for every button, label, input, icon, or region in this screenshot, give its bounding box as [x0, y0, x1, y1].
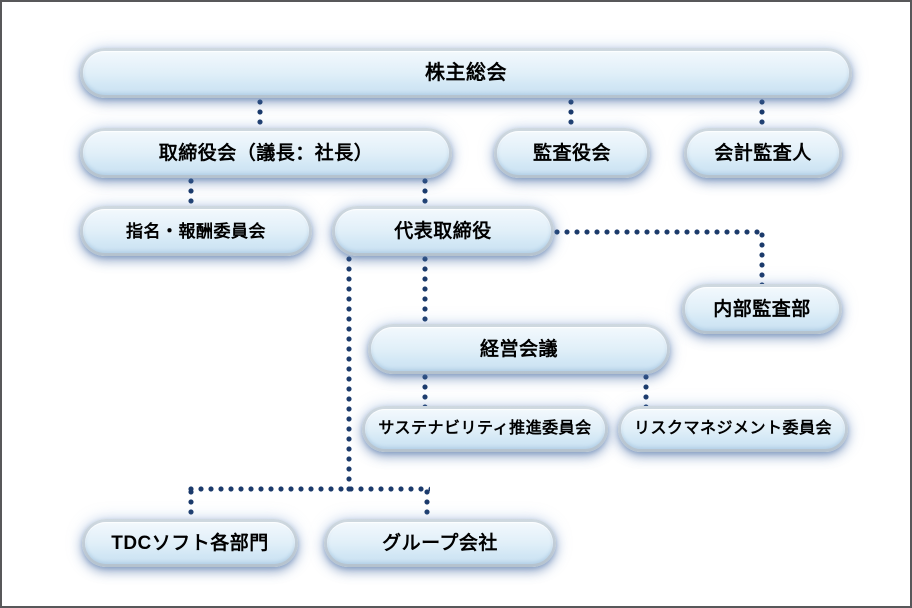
node-representative-director-inner: 代表取締役	[335, 209, 551, 253]
connector-repdirector-to-internal-audit-horizontal	[554, 229, 762, 235]
node-board-of-directors-label: 取締役会（議長：社長）	[158, 142, 374, 164]
node-tdc-soft-departments-inner: TDCソフト各部門	[85, 522, 295, 564]
node-sustainability-committee[interactable]: サステナビリティ推進委員会	[362, 406, 608, 452]
node-representative-director[interactable]: 代表取締役	[332, 206, 554, 256]
node-management-meeting-inner: 経営会議	[371, 327, 667, 371]
connector-management-to-sustainability	[422, 374, 428, 406]
node-risk-management-committee-inner: リスクマネジメント委員会	[621, 409, 845, 449]
connector-bus-to-tdc-departments	[188, 489, 194, 519]
node-internal-audit-department[interactable]: 内部監査部	[682, 284, 842, 334]
node-sustainability-committee-inner: サステナビリティ推進委員会	[365, 409, 605, 449]
connector-repdirector-to-bottom-bus-vertical	[346, 256, 352, 492]
node-nomination-compensation-committee-label: 指名・報酬委員会	[126, 221, 266, 241]
node-group-companies[interactable]: グループ会社	[324, 519, 556, 567]
node-tdc-soft-departments-label: TDCソフト各部門	[111, 532, 269, 554]
node-nomination-compensation-committee[interactable]: 指名・報酬委員会	[80, 206, 312, 256]
node-shareholders-meeting[interactable]: 株主総会	[80, 48, 852, 98]
connector-board-to-representative-director	[422, 178, 428, 206]
node-shareholders-meeting-label: 株主総会	[425, 62, 507, 84]
node-board-of-auditors-inner: 監査役会	[497, 131, 647, 175]
connector-shareholders-to-accounting-auditor	[759, 99, 765, 125]
node-accounting-auditor-inner: 会計監査人	[687, 131, 839, 175]
node-management-meeting-label: 経営会議	[479, 338, 558, 360]
node-nomination-compensation-committee-inner: 指名・報酬委員会	[83, 209, 309, 253]
node-sustainability-committee-label: サステナビリティ推進委員会	[378, 420, 592, 437]
node-accounting-auditor[interactable]: 会計監査人	[684, 128, 842, 178]
node-internal-audit-department-label: 内部監査部	[713, 298, 811, 320]
node-board-of-directors[interactable]: 取締役会（議長：社長）	[80, 128, 452, 178]
connector-repdirector-to-management-meeting	[422, 256, 428, 324]
node-tdc-soft-departments[interactable]: TDCソフト各部門	[82, 519, 298, 567]
node-risk-management-committee[interactable]: リスクマネジメント委員会	[618, 406, 848, 452]
connector-management-to-risk-management	[643, 374, 649, 406]
node-risk-management-committee-label: リスクマネジメント委員会	[633, 420, 832, 437]
connector-repdirector-to-internal-audit-vertical	[759, 232, 765, 284]
node-representative-director-label: 代表取締役	[394, 220, 492, 242]
connector-shareholders-to-auditors	[568, 99, 574, 125]
node-group-companies-inner: グループ会社	[327, 522, 553, 564]
node-management-meeting[interactable]: 経営会議	[368, 324, 670, 374]
connector-bus-to-group-companies	[424, 489, 430, 519]
node-internal-audit-department-inner: 内部監査部	[685, 287, 839, 331]
node-shareholders-meeting-inner: 株主総会	[83, 51, 849, 95]
connector-board-to-nomination-committee	[188, 178, 194, 206]
connector-shareholders-to-board	[257, 99, 263, 125]
node-accounting-auditor-label: 会計監査人	[714, 142, 812, 164]
node-group-companies-label: グループ会社	[382, 532, 498, 554]
node-board-of-auditors-label: 監査役会	[532, 142, 611, 164]
node-board-of-auditors[interactable]: 監査役会	[494, 128, 650, 178]
node-board-of-directors-inner: 取締役会（議長：社長）	[83, 131, 449, 175]
connector-bottom-bus-horizontal	[188, 486, 430, 492]
